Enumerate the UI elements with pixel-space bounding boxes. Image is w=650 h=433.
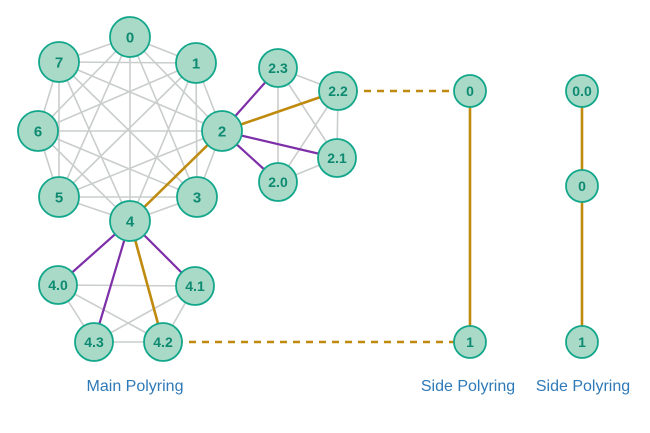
node-circle (565, 169, 599, 203)
node-main-5: 5 (38, 176, 80, 218)
edge-m2-m5 (58, 130, 223, 198)
edge-m0-m2 (129, 36, 223, 132)
node-label: 0 (126, 29, 134, 46)
node-side2-0.0: 0.0 (565, 74, 599, 108)
main-polyring-label: Main Polyring (86, 378, 184, 395)
node-label: 1 (466, 334, 474, 350)
node-ring4-4.0: 4.0 (38, 265, 78, 305)
node-circle (38, 41, 80, 83)
node-side1-0: 0 (453, 74, 487, 108)
node-ring2-2.0: 2.0 (258, 162, 298, 202)
node-label: 1 (578, 334, 586, 350)
node-circle (317, 138, 357, 178)
edge-m4-m6 (37, 130, 131, 222)
node-circle (38, 265, 78, 305)
edge-m0-m3 (129, 36, 198, 198)
node-circle (175, 42, 217, 84)
node-label: 6 (34, 123, 42, 140)
node-label: 0 (578, 178, 586, 194)
edge-n40-n42 (57, 284, 164, 343)
node-circle (453, 74, 487, 108)
node-label: 4.3 (84, 334, 104, 350)
edge-m2-m4 (129, 130, 223, 222)
node-circle (109, 200, 151, 242)
edge-m4-n43 (92, 220, 132, 343)
node-circle (201, 110, 243, 152)
node-label: 4 (126, 213, 135, 230)
side-polyring-1-label: Side Polyring (420, 378, 516, 395)
node-circle (565, 74, 599, 108)
node-main-7: 7 (38, 41, 80, 83)
node-label: 3 (193, 189, 201, 206)
node-label: 7 (55, 54, 63, 71)
node-circle (565, 325, 599, 359)
node-side2-1: 1 (565, 325, 599, 359)
edge-m0-m6 (37, 36, 131, 132)
node-main-4: 4 (109, 200, 151, 242)
node-label: 4.0 (48, 277, 68, 293)
node-label: 0.0 (572, 83, 592, 99)
edge-m4-n42 (128, 220, 165, 343)
node-circle (258, 162, 298, 202)
node-label: 0 (466, 83, 474, 99)
node-main-2: 2 (201, 110, 243, 152)
node-label: 4.1 (185, 278, 205, 294)
edge-m4-m7 (58, 61, 131, 222)
node-circle (258, 48, 298, 88)
node-label: 2.3 (268, 60, 288, 76)
node-main-3: 3 (176, 176, 218, 218)
node-circle (38, 176, 80, 218)
node-label: 2.2 (328, 83, 348, 99)
edge-m3-m7 (58, 61, 198, 198)
node-side1-1: 1 (453, 325, 487, 359)
node-ring2-2.2: 2.2 (318, 71, 358, 111)
node-circle (143, 322, 183, 362)
node-circle (74, 322, 114, 362)
node-circle (176, 176, 218, 218)
node-side2-0: 0 (565, 169, 599, 203)
edge-m1-m4 (129, 62, 197, 222)
edge-n40-n41 (57, 284, 196, 287)
node-main-1: 1 (175, 42, 217, 84)
node-circle (17, 110, 59, 152)
edge-m0-m5 (58, 36, 131, 198)
node-ring2-2.1: 2.1 (317, 138, 357, 178)
node-label: 1 (192, 55, 200, 72)
node-ring4-4.1: 4.1 (175, 266, 215, 306)
node-main-0: 0 (109, 16, 151, 58)
node-label: 2.0 (268, 174, 288, 190)
node-ring4-4.3: 4.3 (74, 322, 114, 362)
node-circle (109, 16, 151, 58)
side-polyring-2-label: Side Polyring (535, 378, 631, 395)
edge-m1-m7 (58, 61, 197, 64)
node-circle (175, 266, 215, 306)
node-main-6: 6 (17, 110, 59, 152)
node-label: 2.1 (327, 150, 347, 166)
edge-m3-m6 (37, 130, 198, 198)
node-circle (318, 71, 358, 111)
edge-m1-m3 (195, 62, 198, 198)
node-circle (453, 325, 487, 359)
node-ring4-4.2: 4.2 (143, 322, 183, 362)
edge-m2-m7 (58, 61, 223, 132)
node-label: 2 (218, 123, 226, 140)
node-ring2-2.3: 2.3 (258, 48, 298, 88)
edge-m1-m6 (37, 62, 197, 132)
node-label: 4.2 (153, 334, 173, 350)
node-label: 5 (55, 189, 63, 206)
